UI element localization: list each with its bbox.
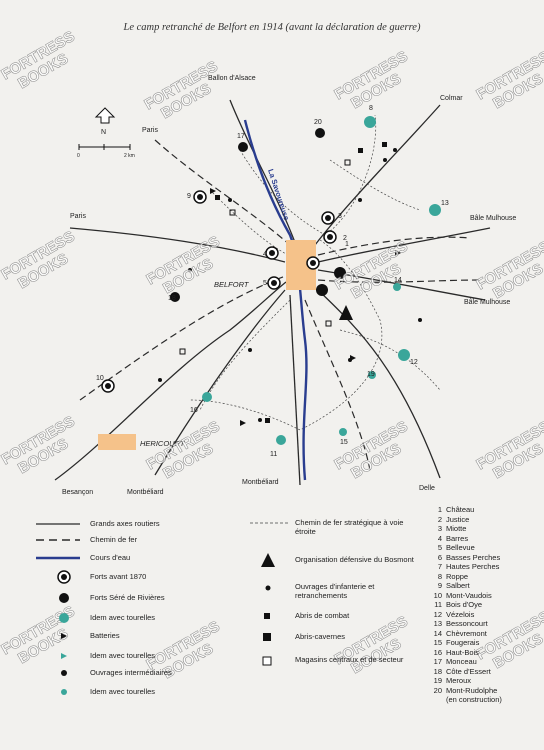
scale-bar [78,144,131,150]
forts-before-1870 [101,190,337,393]
fort-num: 18 [168,295,176,302]
scale-zero: 0 [77,153,80,159]
place-montbeliard-2: Montbéliard [242,479,279,486]
main-roads [54,99,491,486]
fort-number-labels: 1 2 3 4 5 8 9 10 11 12 13 14 15 16 17 18… [96,105,449,458]
legend-narrow-rail: Chemin de fer stratégique à voie étroite [295,518,404,536]
fort-num: 3 [338,213,342,220]
hericourt-town [98,434,136,450]
fort-num: 5 [263,280,267,287]
fort-symbol [323,230,337,244]
legend-infantry: Ouvrages d'infanterie et retranchements [295,582,375,600]
fort-symbol [193,190,207,204]
fort-num: 8 [369,105,373,112]
scale-unit: 2 km [124,153,135,159]
fort-num: 2 [343,235,347,242]
fort-num: 1 [345,241,349,248]
fort-symbol [101,379,115,393]
bosmont-triangle [339,305,353,320]
north-arrow [94,107,116,124]
fort-num: 14 [394,277,402,284]
place-belfort: BELFORT [214,280,250,289]
fort-symbol [306,256,320,270]
place-bale-1: Bâle Mulhouse [470,215,516,222]
fort-num: 10 [96,375,104,382]
fort-num: 16 [190,407,198,414]
fort-symbol [265,246,279,260]
railways [79,139,481,471]
place-montbeliard-1: Montbéliard [127,489,164,496]
legend-intermediate-turrets: Idem avec tourelles [90,687,156,696]
legend-water: Cours d'eau [90,553,131,562]
fort-num: 13 [441,200,449,207]
legend-railway: Chemin de fer [90,535,138,544]
forts-turrets [202,116,441,445]
fort-num: 19 [367,371,375,378]
fort-symbol [321,211,335,225]
fort-num: 20 [314,119,322,126]
fort-num: 11 [270,451,277,458]
legend-symbols [36,522,290,695]
legend-turrets: Idem avec tourelles [90,613,156,622]
fort-num: 17 [237,133,245,140]
fort-num: 4 [263,251,267,258]
fort-num: 12 [410,359,418,366]
legend-caverns: Abris-cavernes [295,632,346,641]
place-bale-2: Bâle Mulhouse [464,299,510,306]
fort-symbol [267,276,281,290]
place-hericourt: HERICOURT [140,439,186,448]
legend-stores: Magasins centraux et de secteur [295,655,404,664]
place-besancon: Besançon [62,489,93,496]
legend-batteries-turrets: Idem avec tourelles [90,651,156,660]
place-paris-left: Paris [70,213,86,220]
small-works [158,142,422,426]
legend-forts-1870: Forts avant 1870 [90,572,147,581]
legend-shelters: Abris de combat [295,611,350,620]
legend-intermediate: Ouvrages intermédiaires [90,668,172,677]
legend-bosmont: Organisation défensive du Bosmont [295,555,414,564]
place-ballon: Ballon d'Alsace [208,75,256,82]
place-paris-top: Paris [142,127,158,134]
fort-list-note: (en construction) [446,695,502,704]
fort-num: 9 [187,193,191,200]
legend-roads: Grands axes routiers [90,519,160,528]
legend-batteries: Batteries [90,631,120,640]
place-colmar: Colmar [440,95,463,102]
legend-forts-sere: Forts Séré de Rivières [90,593,165,602]
north-label: N [101,129,106,136]
map-title: Le camp retranché de Belfort en 1914 (av… [123,22,421,33]
fort-num: 15 [340,439,348,446]
forts-sere [170,128,346,302]
place-delle: Delle [419,485,435,492]
